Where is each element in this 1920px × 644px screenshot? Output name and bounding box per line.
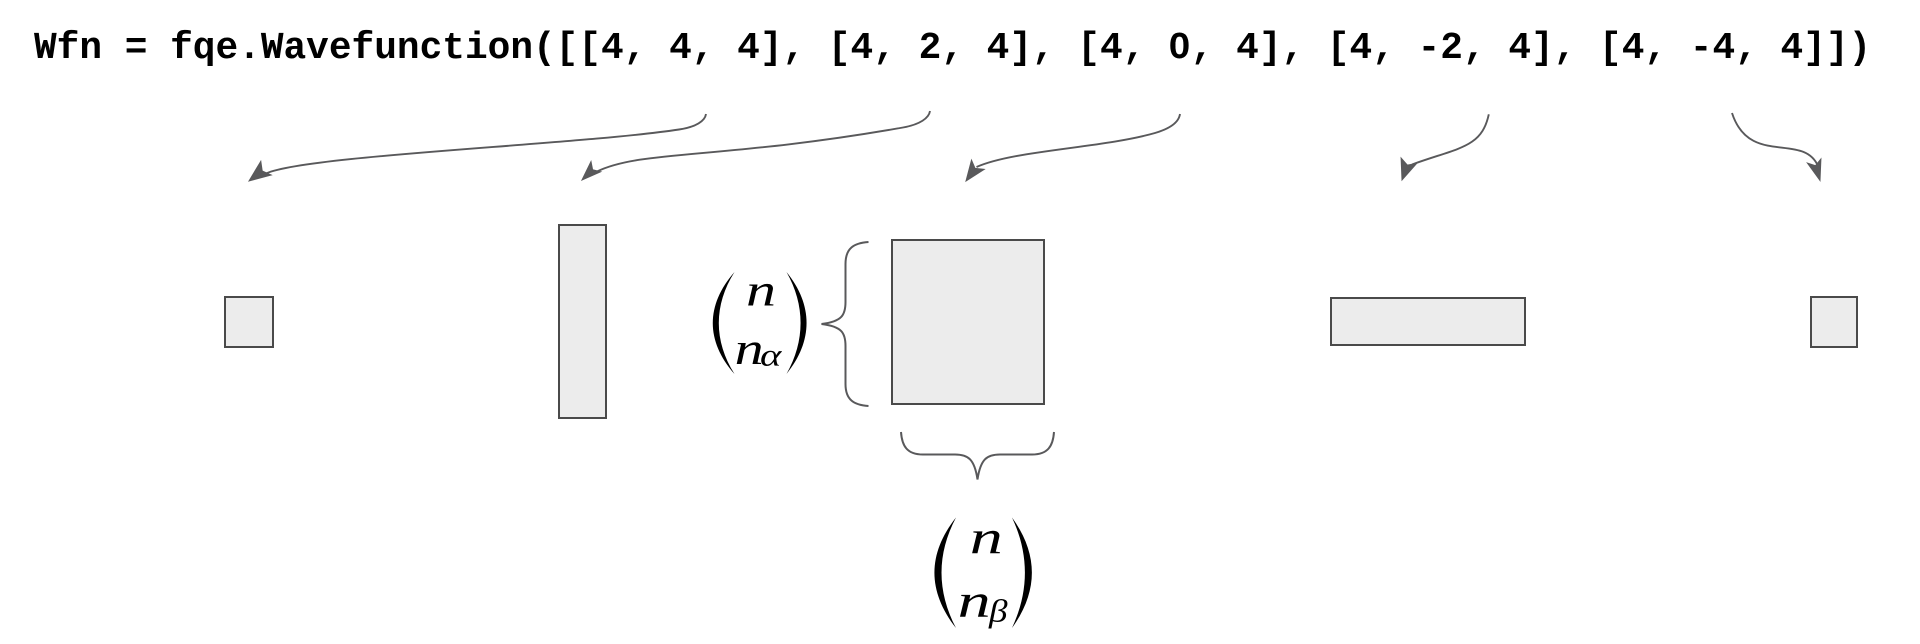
svg-text:n: n: [970, 512, 1003, 565]
svg-text:n: n: [735, 323, 764, 374]
svg-text:Wfn = fqe.Wavefunction([[4, 4,: Wfn = fqe.Wavefunction([[4, 4, 4], [4, 2…: [34, 28, 1871, 70]
svg-text:n: n: [746, 264, 776, 315]
svg-text:α: α: [760, 337, 783, 373]
svg-text:β: β: [988, 594, 1008, 629]
svg-text:n: n: [958, 575, 991, 628]
